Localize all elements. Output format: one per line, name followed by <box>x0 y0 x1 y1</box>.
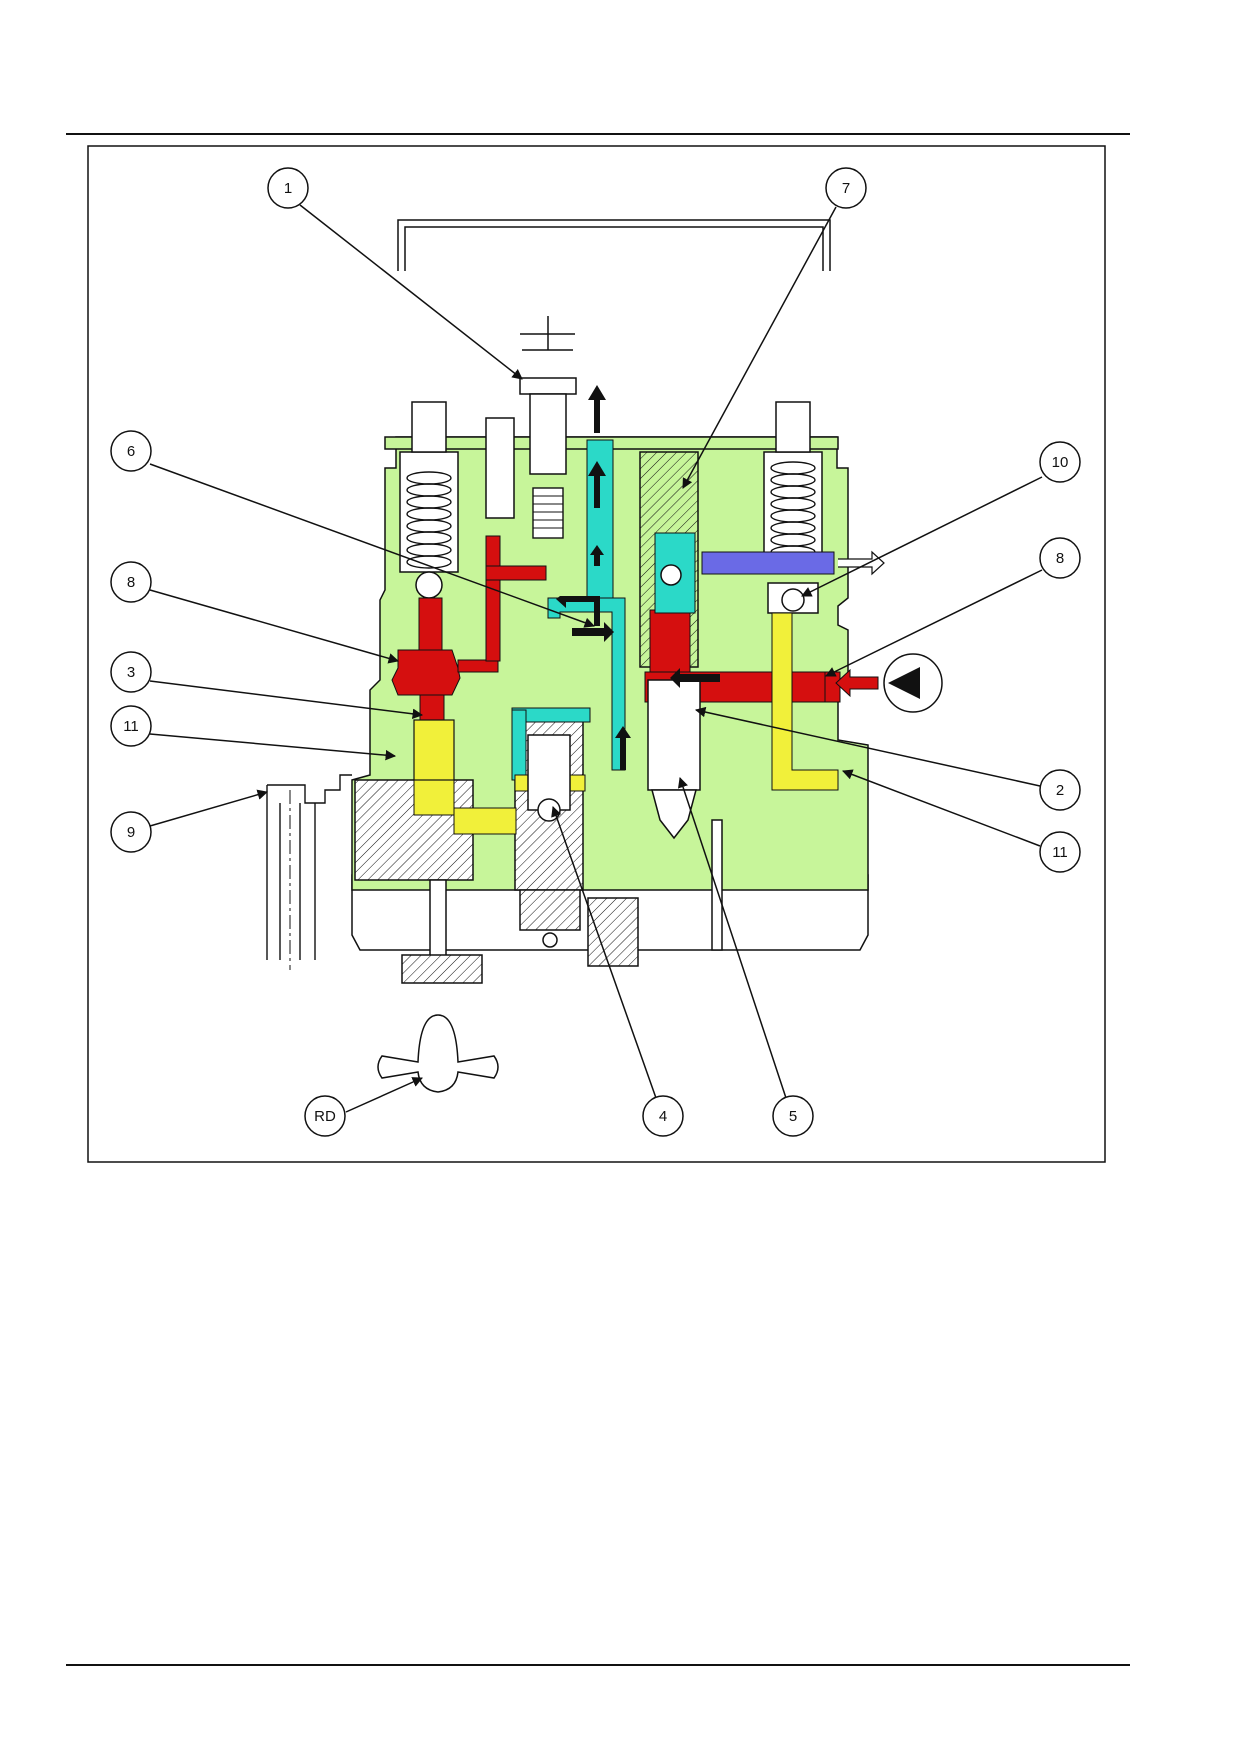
callout-10: 10 <box>1039 441 1081 483</box>
callout-5: 5 <box>772 1095 814 1137</box>
callout-label: 9 <box>127 824 135 841</box>
callout-label: 8 <box>1056 550 1064 567</box>
callout-11-right: 11 <box>1039 831 1081 873</box>
inlet-red-arrow <box>835 668 879 698</box>
right-spool-port <box>660 564 682 586</box>
fitting-9 <box>266 774 352 960</box>
callout-6: 6 <box>110 430 152 472</box>
callout-label: 2 <box>1056 782 1064 799</box>
callout-label: 11 <box>1052 844 1068 861</box>
callout-label: 3 <box>127 664 135 681</box>
right-cap <box>775 401 811 453</box>
leader-lines <box>149 204 1043 1113</box>
callout-label: 5 <box>789 1108 797 1125</box>
center-bottom-port <box>542 932 558 948</box>
callout-label: 4 <box>659 1108 667 1125</box>
center-stem <box>529 393 567 475</box>
left-spring <box>406 471 452 569</box>
inlet-symbol <box>883 653 943 713</box>
callout-label: 8 <box>127 574 135 591</box>
callout-1: 1 <box>267 167 309 209</box>
small-spring-coils <box>533 495 563 529</box>
callout-label: 10 <box>1052 454 1069 471</box>
callout-label: 11 <box>123 718 139 735</box>
rd-nut <box>401 954 483 984</box>
center-bottom-plug <box>519 889 581 931</box>
left-valve-core <box>413 719 455 781</box>
callout-3: 3 <box>110 651 152 693</box>
callout-rd: RD <box>304 1095 346 1137</box>
figure-frame <box>87 145 1106 1163</box>
callout-8-left: 8 <box>110 561 152 603</box>
callout-11-left: 11 <box>110 705 152 747</box>
flow-arrows <box>556 385 720 770</box>
rd-handwheel <box>377 1014 499 1093</box>
callout-label: 6 <box>127 443 135 460</box>
valve-body <box>266 316 885 1093</box>
left-ball <box>415 571 443 599</box>
right-spool <box>647 679 701 791</box>
right-spool-tip <box>651 789 697 840</box>
callout-2: 2 <box>1039 769 1081 811</box>
callout-label: 7 <box>842 180 850 197</box>
right-bottom-plug <box>587 897 639 967</box>
left-cap <box>411 401 447 453</box>
center-knob <box>519 377 577 395</box>
left-bolt <box>485 417 515 519</box>
callout-9: 9 <box>110 811 152 853</box>
callout-8-right: 8 <box>1039 537 1081 579</box>
callout-label: RD <box>314 1108 336 1125</box>
center-lower-spool <box>527 734 571 811</box>
callout-4: 4 <box>642 1095 684 1137</box>
right-rod <box>711 819 723 951</box>
callout-7: 7 <box>825 167 867 209</box>
callout-label: 1 <box>284 180 292 197</box>
right-ball <box>781 588 805 612</box>
drain-outline-arrow <box>838 550 885 576</box>
cover-outline <box>397 219 831 271</box>
drain-channel <box>701 551 835 575</box>
